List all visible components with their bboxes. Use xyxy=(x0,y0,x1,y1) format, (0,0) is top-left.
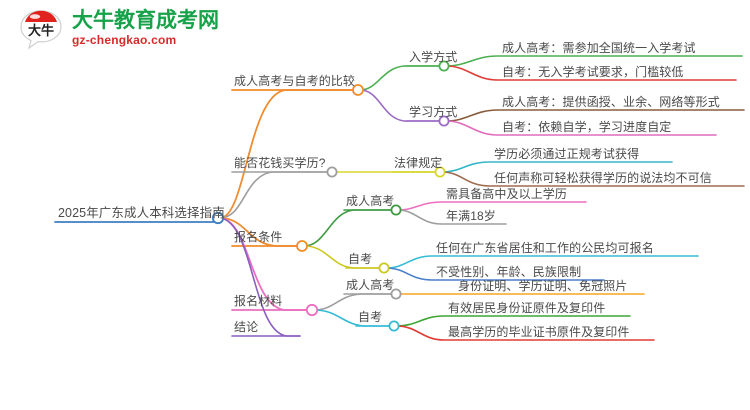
link-b1-c1 xyxy=(359,65,443,91)
leaf-label-age-18: 年满18岁 xyxy=(446,209,496,223)
subnode-label-study-method[interactable]: 学习方式 xyxy=(409,105,458,119)
node-dot-root[interactable] xyxy=(211,211,225,225)
link-b1c1-g2 xyxy=(445,65,737,81)
subnode-label-self-study-materials[interactable]: 自考 xyxy=(358,310,383,324)
leaf-label-highschool-degree: 需具备高中及以上学历 xyxy=(446,187,568,201)
node-dot-b1c2[interactable] xyxy=(438,115,450,127)
node-dot-b4[interactable] xyxy=(305,303,319,317)
link-b3c2-g1 xyxy=(385,255,699,269)
leaf-label-guangdong-residents: 任何在广东省居住和工作的公民均可报名 xyxy=(436,241,654,255)
node-dot-b2c1[interactable] xyxy=(434,166,446,178)
daniu-logo-icon: 大牛 xyxy=(18,8,64,50)
link-b2c1-g2 xyxy=(441,171,745,187)
node-dot-b1c1[interactable] xyxy=(438,60,450,72)
svg-text:大牛: 大牛 xyxy=(28,23,54,39)
node-dot-b4c1[interactable] xyxy=(390,288,402,300)
leaf-label-self-study-entry: 自考：无入学考试要求，门槛较低 xyxy=(502,65,684,79)
node-dot-b1[interactable] xyxy=(352,84,364,96)
link-b3-c1 xyxy=(303,209,395,247)
leaf-label-formal-exam-required: 学历必须通过正规考试获得 xyxy=(494,147,640,161)
site-name: 大牛教育成考网 xyxy=(72,8,219,32)
site-domain: gz-chengkao.com xyxy=(72,32,177,47)
branch-label-application-materials[interactable]: 报名材料 xyxy=(234,294,283,308)
subnode-label-self-study-req[interactable]: 自考 xyxy=(348,252,373,266)
leaf-label-id-card-copy: 有效居民身份证原件及复印件 xyxy=(448,301,606,315)
node-dot-b3c2[interactable] xyxy=(378,262,390,274)
branch-label-conclusion[interactable]: 结论 xyxy=(234,320,259,334)
branch-label-comparison[interactable]: 成人高考与自考的比较 xyxy=(234,74,356,88)
node-dot-b4c2[interactable] xyxy=(388,320,400,332)
link-b3c1-g2 xyxy=(397,209,507,225)
leaf-label-diploma-copy: 最高学历的毕业证书原件及复印件 xyxy=(448,325,630,339)
branch-label-buy-degree[interactable]: 能否花钱买学历? xyxy=(234,156,326,170)
link-b1c2-g1 xyxy=(445,109,745,122)
subnode-label-admission-method[interactable]: 入学方式 xyxy=(409,50,458,64)
node-dot-b3[interactable] xyxy=(296,240,308,252)
leaf-label-self-study-study: 自考：依赖自学，学习进度自定 xyxy=(502,120,672,134)
leaf-label-adult-exam-entry: 成人高考：需参加全国统一入学考试 xyxy=(502,41,696,55)
root-node-label[interactable]: 2025年广东成人本科选择指南 xyxy=(58,206,225,220)
link-b3c2-g2 xyxy=(385,267,605,281)
link-root-b1 xyxy=(219,89,357,219)
link-b1-c2 xyxy=(359,89,443,122)
leaf-label-easy-degree-untrustworthy: 任何声称可轻松获得学历的说法均不可信 xyxy=(494,171,712,185)
node-dot-b3c1[interactable] xyxy=(390,204,402,216)
link-b4-c1 xyxy=(313,293,395,311)
link-b1c2-g2 xyxy=(445,120,717,136)
subnode-label-legal-rules[interactable]: 法律规定 xyxy=(394,156,443,170)
link-b4c2-g2 xyxy=(395,325,655,341)
leaf-label-id-degree-photo: 身份证明、学历证明、免冠照片 xyxy=(458,279,628,293)
subnode-label-adult-exam-req[interactable]: 成人高考 xyxy=(346,194,395,208)
branch-label-enrollment-requirements[interactable]: 报名条件 xyxy=(234,230,283,244)
link-root-b5 xyxy=(219,217,301,337)
site-logo[interactable]: 大牛 大牛教育成考网 gz-chengkao.com xyxy=(18,8,219,50)
subnode-label-adult-exam-materials[interactable]: 成人高考 xyxy=(346,278,395,292)
leaf-label-no-restrictions: 不受性别、年龄、民族限制 xyxy=(436,265,582,279)
leaf-label-adult-exam-study: 成人高考：提供函授、业余、网络等形式 xyxy=(502,95,720,109)
node-dot-b2[interactable] xyxy=(326,166,338,178)
logo-text-block: 大牛教育成考网 gz-chengkao.com xyxy=(72,8,219,49)
